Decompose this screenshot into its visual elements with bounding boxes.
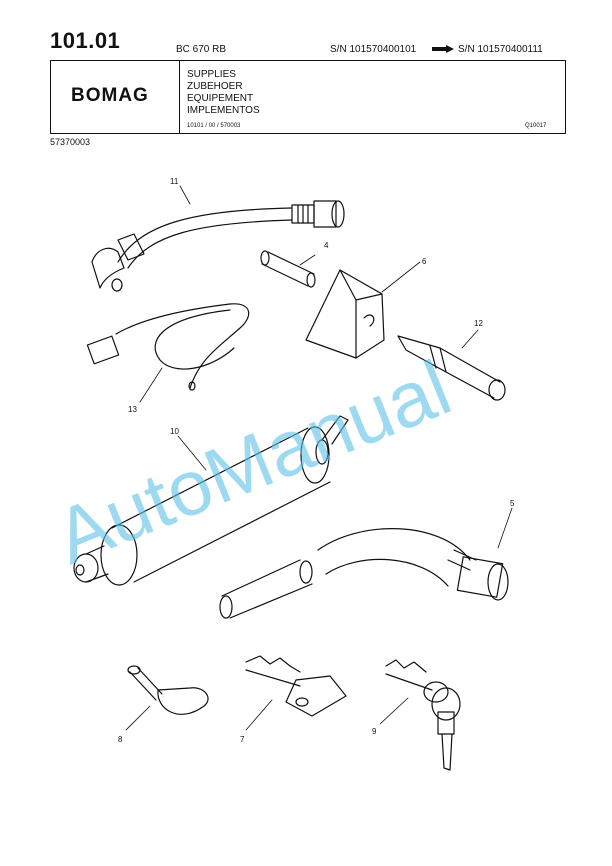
part-12-nozzle bbox=[397, 335, 506, 401]
callout-9: 9 bbox=[372, 727, 377, 736]
callout-6: 6 bbox=[422, 257, 427, 266]
serial-from: S/N 101570400101 bbox=[330, 44, 417, 55]
callout-12: 12 bbox=[474, 319, 483, 328]
doc-code: Q10017 bbox=[525, 123, 547, 129]
model-label: BC 670 RB bbox=[176, 44, 227, 55]
callout-5: 5 bbox=[510, 499, 515, 508]
arrow-right-icon bbox=[432, 45, 454, 53]
header-divider bbox=[179, 61, 180, 133]
callout-13: 13 bbox=[128, 405, 137, 414]
title-de: ZUBEHOER bbox=[187, 81, 243, 92]
part-9-keyring bbox=[385, 659, 461, 771]
doc-reference: 10101 / 00 / 570003 bbox=[187, 123, 241, 129]
page-number: 101.01 bbox=[50, 28, 121, 53]
title-block: BOMAG SUPPLIES ZUBEHOER EQUIPEMENT IMPLE… bbox=[50, 60, 566, 134]
part-11-hose bbox=[91, 200, 345, 292]
title-en: SUPPLIES bbox=[187, 69, 236, 80]
part-5-hose bbox=[219, 528, 509, 619]
part-10-grease-gun bbox=[73, 415, 349, 586]
callout-7: 7 bbox=[240, 735, 245, 744]
part-number: 57370003 bbox=[50, 137, 91, 147]
callout-11: 11 bbox=[170, 177, 179, 186]
bomag-logo: BOMAG bbox=[71, 85, 149, 106]
part-4-pin bbox=[260, 250, 316, 288]
part-7-key bbox=[245, 655, 347, 717]
part-6-wedge bbox=[305, 269, 385, 359]
callout-8: 8 bbox=[118, 735, 123, 744]
section-titles: SUPPLIES ZUBEHOER EQUIPEMENT IMPLEMENTOS bbox=[187, 69, 260, 117]
callout-10: 10 bbox=[170, 427, 179, 436]
title-fr: EQUIPEMENT bbox=[187, 93, 254, 104]
part-13-tube bbox=[86, 303, 250, 391]
callout-4: 4 bbox=[324, 241, 329, 250]
serial-to: S/N 101570400111 bbox=[458, 44, 543, 55]
part-8-key bbox=[127, 665, 209, 715]
title-es: IMPLEMENTOS bbox=[187, 105, 260, 116]
